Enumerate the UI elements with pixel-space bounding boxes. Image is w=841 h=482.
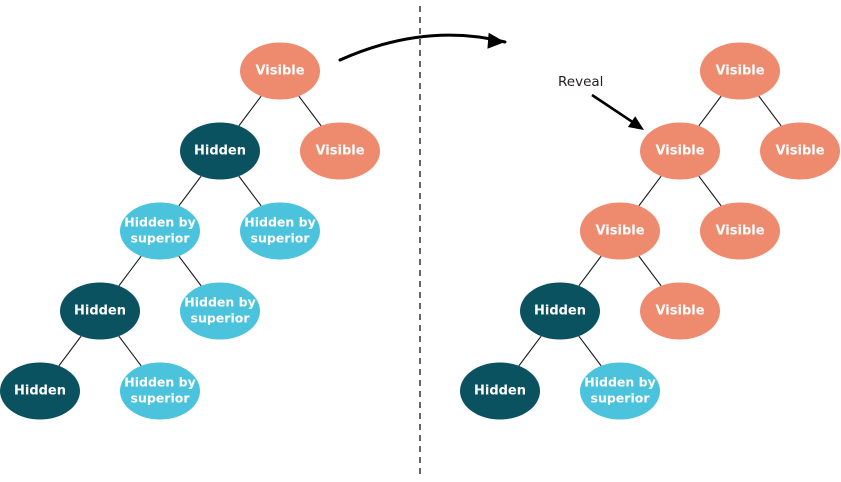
right-tree-edges	[518, 95, 782, 367]
flow-arrow-head	[487, 32, 505, 49]
tree-node-hidden[interactable]: Hidden	[0, 362, 80, 420]
node-label: Hidden	[474, 384, 526, 399]
reveal-label: Reveal	[558, 74, 603, 90]
node-shape	[700, 202, 780, 260]
node-shape	[700, 42, 780, 100]
node-label: Hidden by	[184, 295, 255, 310]
node-shape	[460, 362, 540, 420]
node-shape	[180, 122, 260, 180]
node-label: Hidden by	[584, 375, 655, 390]
node-label: Visible	[655, 144, 704, 159]
node-label: Hidden by	[244, 215, 315, 230]
node-label: superior	[591, 391, 651, 406]
tree-node-visible[interactable]: Visible	[700, 42, 780, 100]
node-shape	[120, 362, 200, 420]
node-shape	[0, 362, 80, 420]
node-shape	[120, 202, 200, 260]
node-label: superior	[251, 231, 311, 246]
tree-node-visible[interactable]: Visible	[700, 202, 780, 260]
node-shape	[60, 282, 140, 340]
node-label: Visible	[715, 64, 764, 79]
node-label: superior	[131, 391, 191, 406]
node-shape	[300, 122, 380, 180]
tree-node-visible[interactable]: Visible	[640, 122, 720, 180]
tree-node-hidden[interactable]: Hidden	[180, 122, 260, 180]
left-tree-edges	[58, 95, 322, 367]
tree-node-visible[interactable]: Visible	[640, 282, 720, 340]
tree-edge	[578, 335, 602, 367]
tree-edge	[518, 335, 542, 367]
node-shape	[580, 202, 660, 260]
tree-edge	[238, 95, 262, 127]
tree-edge	[178, 255, 202, 287]
node-label: Hidden by	[124, 215, 195, 230]
flow-arrow	[338, 32, 507, 62]
node-label: superior	[131, 231, 191, 246]
tree-edge	[698, 175, 722, 207]
node-shape	[240, 202, 320, 260]
tree-node-hidden[interactable]: Hidden	[460, 362, 540, 420]
tree-edge	[578, 255, 602, 287]
tree-edge	[178, 175, 202, 207]
tree-edge	[638, 175, 662, 207]
node-shape	[760, 122, 840, 180]
node-shape	[640, 282, 720, 340]
node-label: Visible	[715, 224, 764, 239]
tree-node-hidden[interactable]: Hidden	[520, 282, 600, 340]
tree-node-visible[interactable]: Visible	[240, 42, 320, 100]
tree-edge	[118, 255, 142, 287]
node-label: Hidden by	[124, 375, 195, 390]
node-label: Visible	[655, 304, 704, 319]
tree-edge	[118, 335, 142, 367]
reveal-annotation: Reveal	[558, 74, 644, 130]
node-label: Visible	[595, 224, 644, 239]
tree-edge	[758, 95, 782, 127]
node-label: Hidden	[534, 304, 586, 319]
reveal-arrow-head	[627, 116, 644, 130]
node-shape	[520, 282, 600, 340]
node-shape	[180, 282, 260, 340]
tree-node-hidden[interactable]: Hidden	[60, 282, 140, 340]
node-label: Visible	[315, 144, 364, 159]
tree-node-visible[interactable]: Visible	[760, 122, 840, 180]
tree-node-visible[interactable]: Visible	[580, 202, 660, 260]
tree-edge	[58, 335, 82, 367]
tree-edge	[698, 95, 722, 127]
flow-arrow-curve	[338, 33, 507, 62]
tree-edge	[638, 255, 662, 287]
tree-edge	[298, 95, 322, 127]
node-shape	[580, 362, 660, 420]
reveal-arrow-line	[591, 93, 638, 127]
node-label: Visible	[255, 64, 304, 79]
tree-node-visible[interactable]: Visible	[300, 122, 380, 180]
node-label: Visible	[775, 144, 824, 159]
node-label: Hidden	[194, 144, 246, 159]
node-shape	[240, 42, 320, 100]
tree-edge	[238, 175, 262, 207]
node-shape	[640, 122, 720, 180]
node-label: Hidden	[14, 384, 66, 399]
node-label: superior	[191, 311, 251, 326]
node-label: Hidden	[74, 304, 126, 319]
